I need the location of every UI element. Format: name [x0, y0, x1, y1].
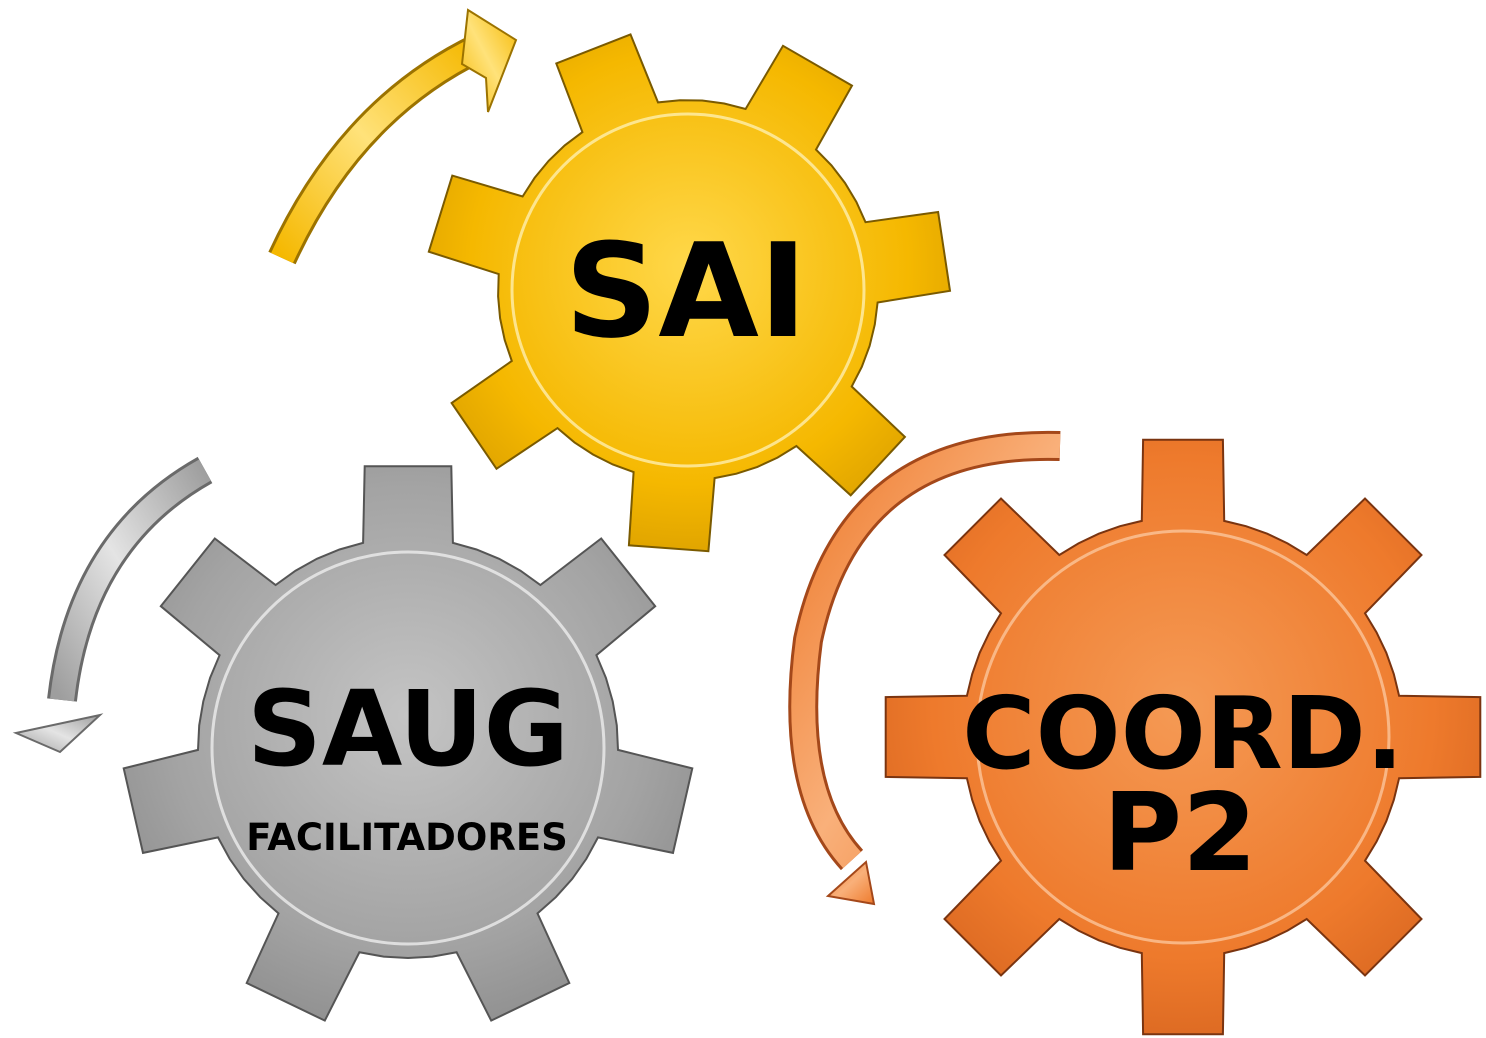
coord-gear-inner-rim [975, 529, 1391, 945]
saug-gear: SAUG FACILITADORES [122, 465, 694, 1022]
sai-gear: SAI [427, 33, 952, 553]
sai-gear-inner-rim [510, 112, 866, 468]
saug-gear-sublabel: FACILITADORES [246, 816, 568, 859]
arrow-sai-shaft [271, 37, 484, 264]
coord-gear: COORD. P2 [884, 438, 1482, 1036]
saug-cycle-arrow [12, 456, 213, 754]
coord-cycle-arrow [788, 430, 1061, 906]
arrow-coord-shaft [791, 433, 1061, 869]
sai-cycle-arrow [268, 8, 518, 265]
arrow-coord-head [825, 860, 876, 906]
sai-gear-body [427, 33, 952, 553]
coord-gear-label-line2: P2 [1103, 771, 1257, 896]
arrow-saug-head [12, 713, 104, 754]
saug-gear-label: SAUG [247, 668, 569, 790]
sai-gear-label: SAI [565, 215, 808, 367]
coord-gear-body [884, 438, 1482, 1036]
coord-gear-label-line1: COORD. [962, 675, 1403, 792]
arrow-saug-shaft [50, 459, 211, 702]
saug-gear-inner-rim [210, 550, 606, 946]
arrow-sai-head [460, 8, 518, 113]
